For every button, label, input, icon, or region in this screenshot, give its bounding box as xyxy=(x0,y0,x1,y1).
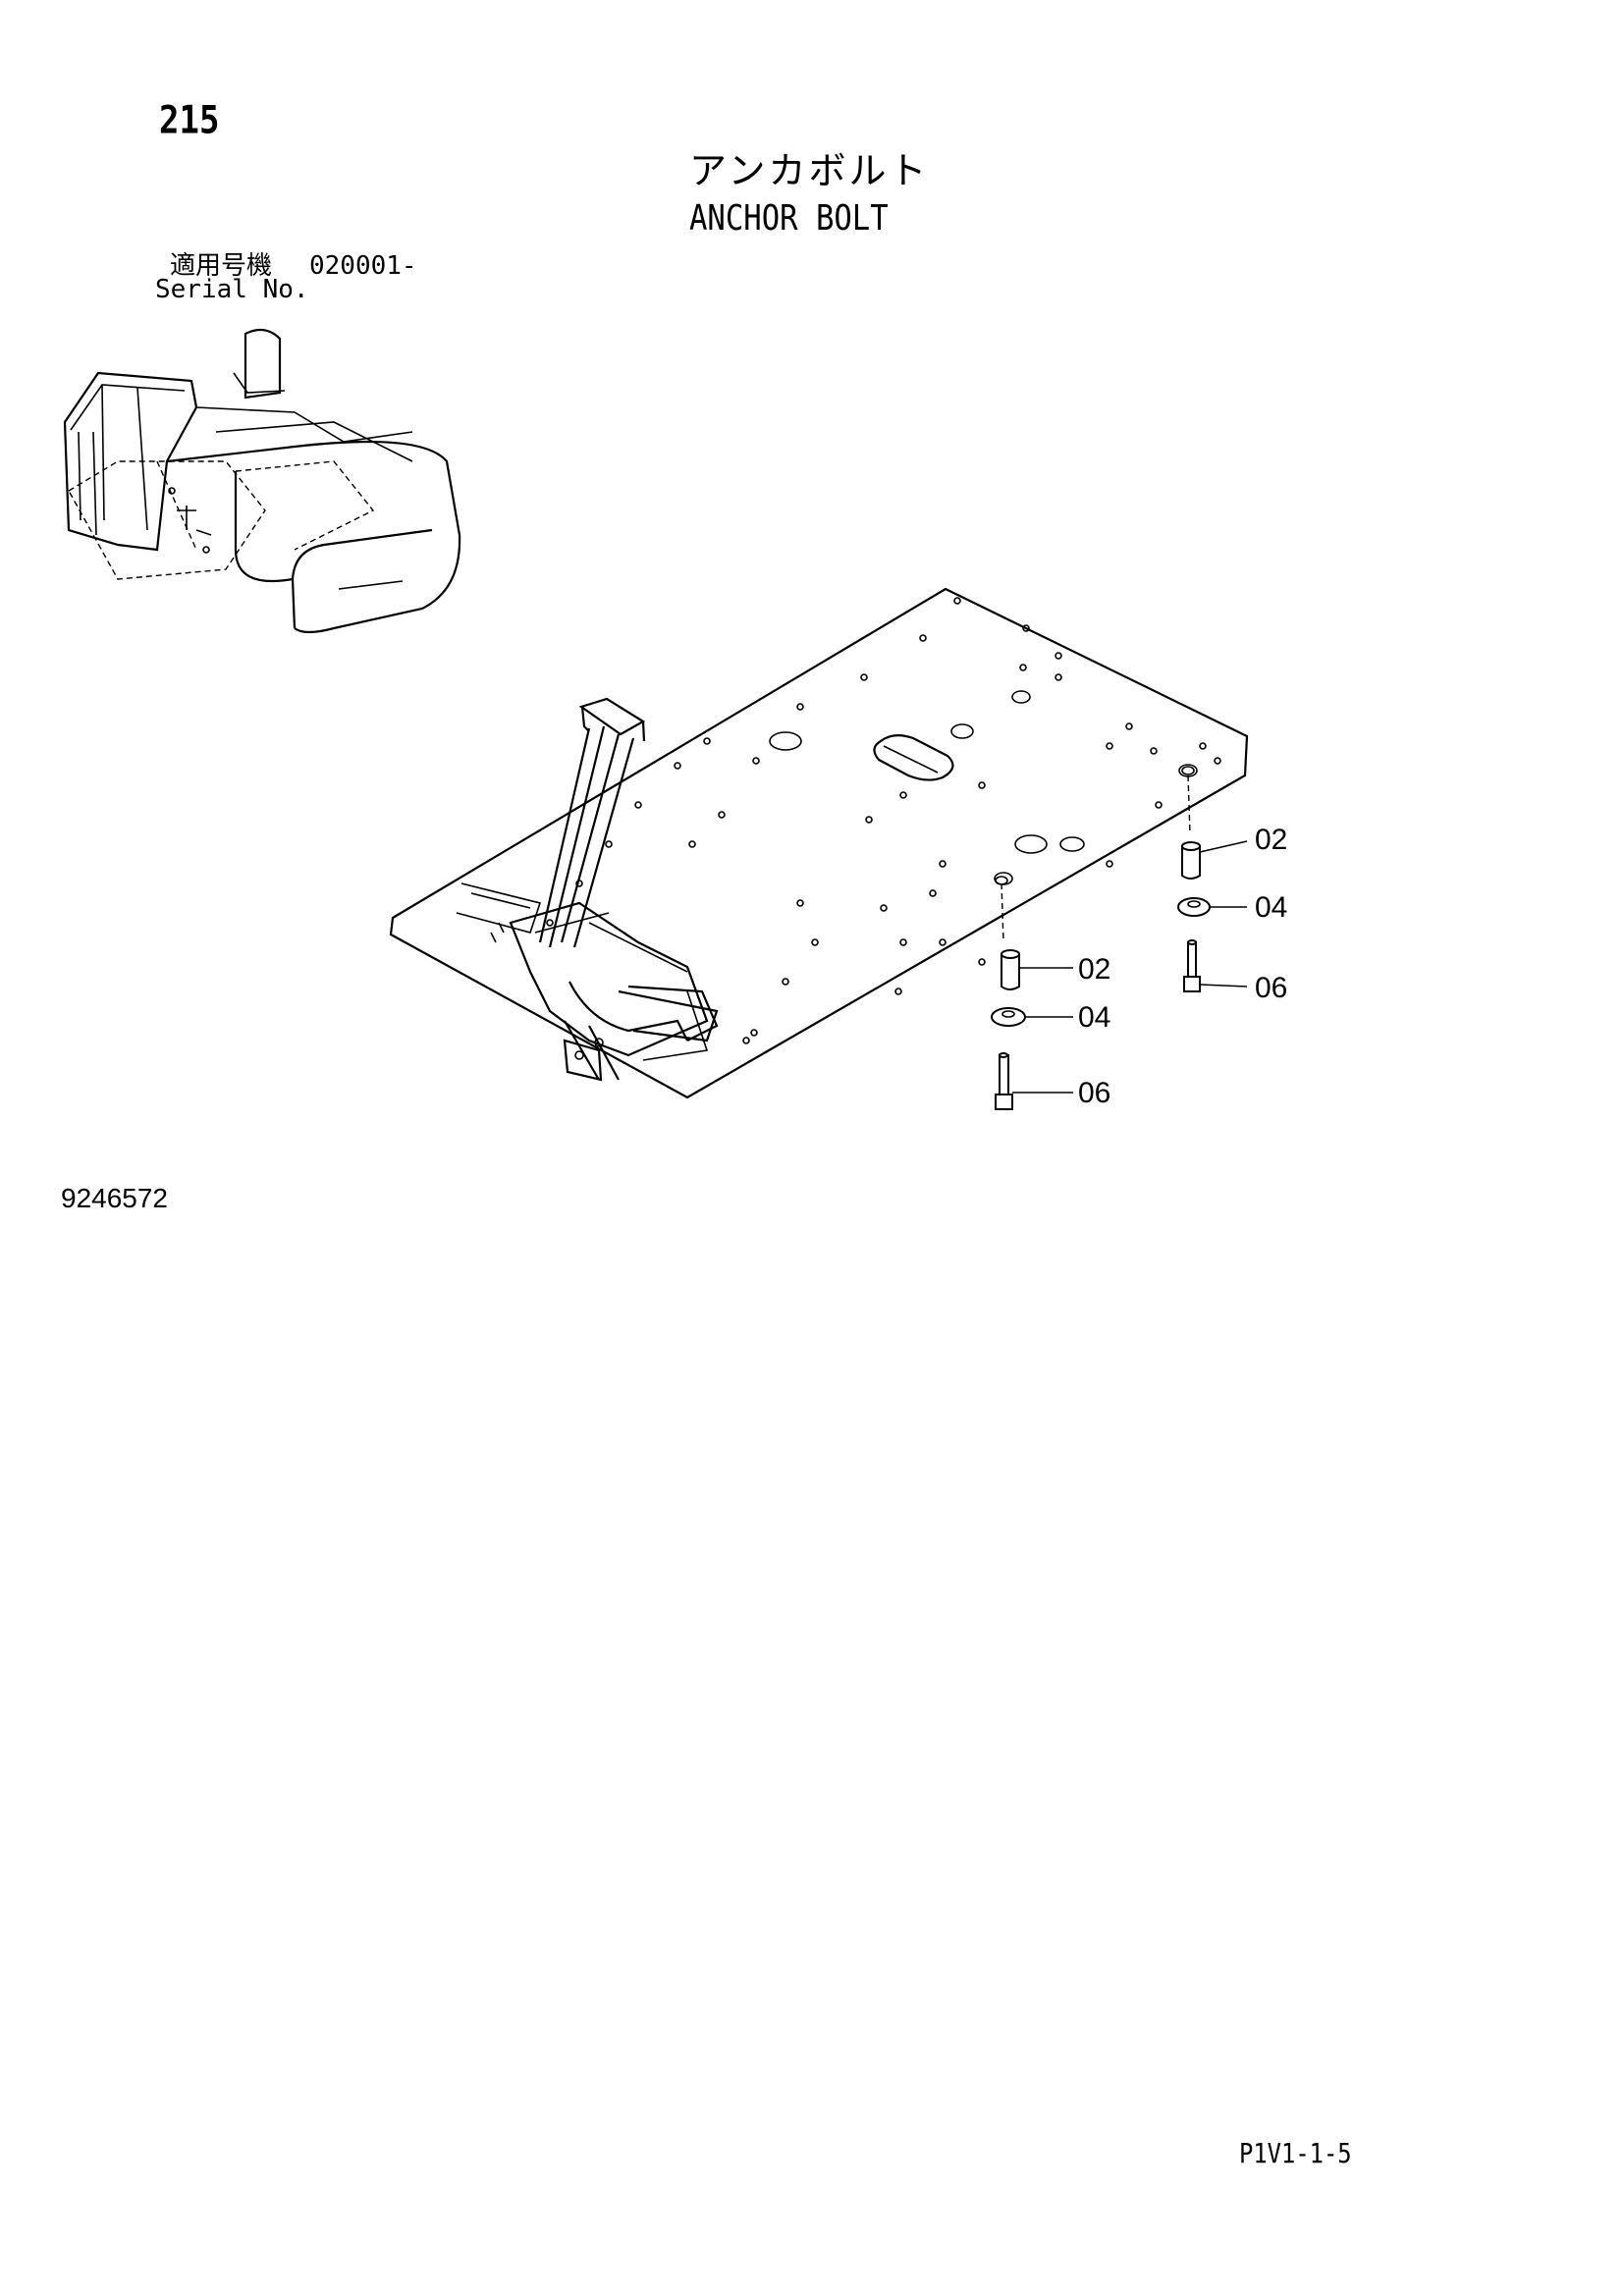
callout-upper-washer: 04 xyxy=(1255,891,1288,924)
serial-label-japanese: 適用号機 xyxy=(170,251,273,281)
serial-range: 020001- xyxy=(309,251,417,281)
anchor-set-lower xyxy=(991,949,1073,1110)
callout-upper-pin: 02 xyxy=(1255,824,1288,856)
title-japanese: アンカボルト xyxy=(689,149,930,192)
floor-plate xyxy=(389,587,1249,1099)
callout-upper-bolt: 06 xyxy=(1255,972,1288,1004)
page-number: 215 xyxy=(159,98,220,143)
serial-label-english: Serial No. xyxy=(155,275,309,304)
title-english: ANCHOR BOLT xyxy=(689,198,889,239)
callout-lower-washer: 04 xyxy=(1078,1001,1111,1034)
page-code: P1V1-1-5 xyxy=(1239,2137,1352,2169)
machine-key-map xyxy=(63,328,461,634)
pedal-lever-assembly xyxy=(456,697,719,1082)
drawing-number: 9246572 xyxy=(61,1183,169,1213)
callout-lower-bolt: 06 xyxy=(1078,1077,1111,1109)
anchor-set-upper xyxy=(1177,840,1248,992)
callout-lower-pin: 02 xyxy=(1078,953,1111,986)
